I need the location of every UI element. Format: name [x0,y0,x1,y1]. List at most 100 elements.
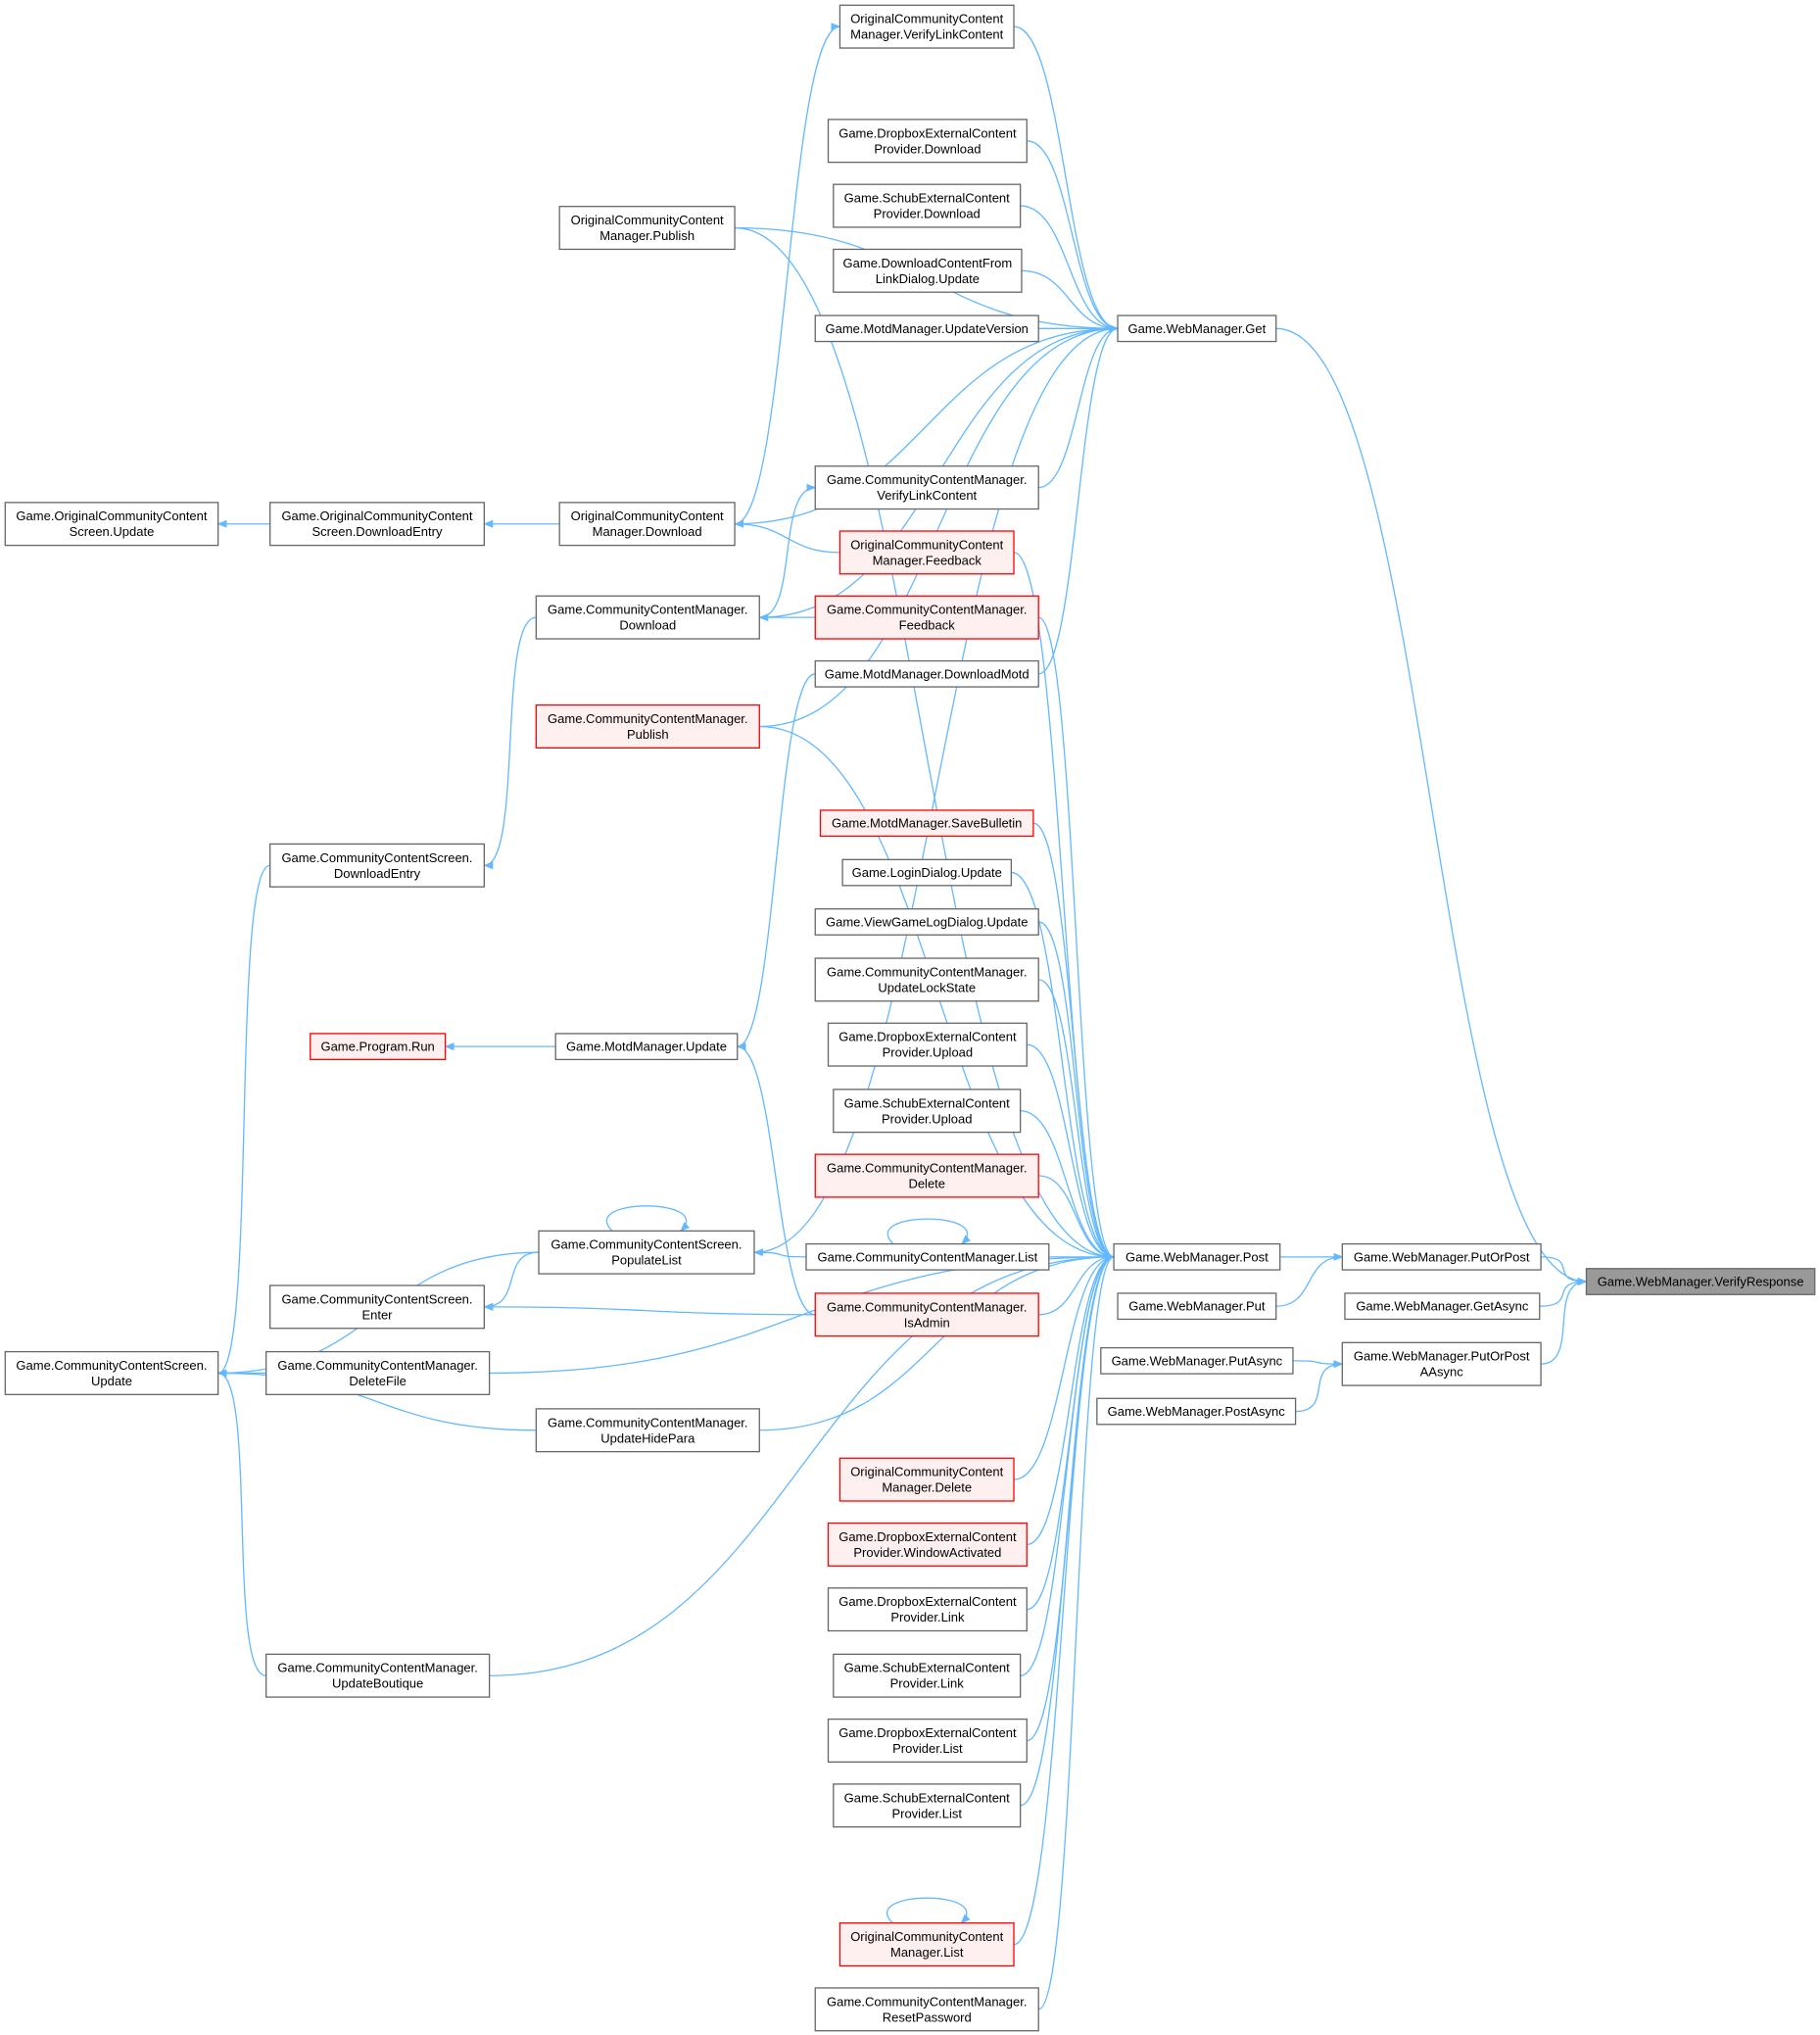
edge-path [1020,1252,1116,1807]
node-box [819,809,1034,838]
edge-viewLogUpdate-to-post [1038,921,1116,1261]
node-box [814,595,1039,640]
node-box [814,957,1039,1002]
node-programRun[interactable]: Game.Program.Run [310,1033,447,1061]
node-ccResetPassword[interactable]: Game.CommunityContentManager.ResetPasswo… [814,1987,1039,2032]
node-box [535,595,760,640]
node-dropboxUpload[interactable]: Game.DropboxExternalContentProvider.Uplo… [827,1022,1028,1067]
node-motdSaveBulletin[interactable]: Game.MotdManager.SaveBulletin [819,809,1034,838]
edge-path [886,1897,971,1924]
edge-ccsDownloadEntry-to-ccsUpdate [216,864,270,1378]
edge-path [1038,921,1116,1261]
edge-motdDownloadMotd-to-motdUpdate [736,673,816,1051]
node-viewLogUpdate[interactable]: Game.ViewGameLogDialog.Update [814,908,1039,936]
node-post[interactable]: Game.WebManager.Post [1113,1242,1281,1271]
node-label: OriginalCommunityContent [850,12,1003,26]
node-get[interactable]: Game.WebManager.Get [1117,315,1277,343]
edge-ccUpdateBoutique-to-ccsUpdate [216,1369,266,1676]
node-motdUpdate[interactable]: Game.MotdManager.Update [554,1033,739,1061]
node-putOrPost[interactable]: Game.WebManager.PutOrPost [1341,1242,1542,1271]
edge-ccDelete-to-post [1038,1175,1116,1261]
edge-ocVerifyLink-to-get [1013,25,1120,333]
node-ccUpdateHide[interactable]: Game.CommunityContentManager.UpdateHideP… [535,1408,760,1453]
node-ccDownload[interactable]: Game.CommunityContentManager.Download [535,595,760,640]
node-put[interactable]: Game.WebManager.Put [1117,1292,1277,1321]
edge-path [216,1369,266,1676]
node-getAsync[interactable]: Game.WebManager.GetAsync [1344,1292,1541,1321]
node-label: Game.CommunityContentManager. [277,1661,477,1675]
edge-ccPublish-to-get [759,324,1120,728]
node-verifyResponse[interactable]: Game.WebManager.VerifyResponse [1585,1268,1816,1295]
node-ccList[interactable]: Game.CommunityContentManager.List [805,1242,1050,1271]
node-label: Screen.Update [70,524,155,539]
node-oc2Update[interactable]: Game.OriginalCommunityContentScreen.Upda… [4,502,219,547]
edge-ccList-to-ccList [886,1218,972,1245]
node-dropboxDownload[interactable]: Game.DropboxExternalContentProvider.Down… [827,119,1028,164]
edge-path [1539,1278,1588,1307]
node-ccUpdateBoutique[interactable]: Game.CommunityContentManager.UpdateBouti… [265,1653,491,1698]
node-label: Game.OriginalCommunityContent [281,509,472,523]
node-label: Game.DropboxExternalContent [838,125,1017,140]
node-ccDeleteFile[interactable]: Game.CommunityContentManager.DeleteFile [265,1350,491,1395]
node-box [265,1653,491,1698]
node-oc2DownloadEntry[interactable]: Game.OriginalCommunityContentScreen.Down… [269,502,485,547]
node-motdDownloadMotd[interactable]: Game.MotdManager.DownloadMotd [814,659,1039,688]
edge-path [1027,140,1120,333]
node-label: Manager.Publish [599,228,694,243]
node-ccsUpdate[interactable]: Game.CommunityContentScreen.Update [4,1350,219,1395]
node-label: Game.MotdManager.Update [566,1040,727,1054]
node-putAsync[interactable]: Game.WebManager.PutAsync [1100,1346,1294,1375]
node-box [814,1153,1039,1198]
edge-ccList-to-ccsPopulate [752,1248,806,1258]
node-label: UpdateBoutique [332,1676,423,1691]
node-label: Game.CommunityContentManager. [548,711,747,726]
node-box [833,248,1023,293]
node-ccUpdateLock[interactable]: Game.CommunityContentManager.UpdateLockS… [814,957,1039,1002]
edge-path [1011,871,1116,1261]
edge-path [735,226,1116,1261]
node-ccIsAdmin[interactable]: Game.CommunityContentManager.IsAdmin [814,1292,1039,1337]
node-box [838,1457,1015,1502]
node-ccsEnter[interactable]: Game.CommunityContentScreen.Enter [269,1284,485,1330]
node-ccPublish[interactable]: Game.CommunityContentManager.Publish [535,703,760,749]
node-label: Provider.Link [890,1610,965,1624]
edge-path [483,616,537,870]
node-box [558,502,736,547]
edge-path [1275,327,1588,1285]
node-schubDownload[interactable]: Game.SchubExternalContentProvider.Downlo… [833,183,1022,228]
node-label: Manager.Download [593,524,702,539]
node-label: Game.CommunityContentManager. [548,1415,747,1429]
node-ocVerifyLink[interactable]: OriginalCommunityContentManager.VerifyLi… [838,4,1015,49]
node-label: Game.ViewGameLogDialog.Update [826,914,1028,929]
edge-path [736,673,816,1051]
node-label: OriginalCommunityContent [571,213,724,227]
edge-path [1541,1278,1588,1365]
node-dlFromLink[interactable]: Game.DownloadContentFromLinkDialog.Updat… [833,248,1023,293]
node-label: OriginalCommunityContent [850,1465,1003,1479]
node-postAsync[interactable]: Game.WebManager.PostAsync [1096,1397,1297,1426]
node-box [827,1522,1028,1567]
node-motdUpdateVersion[interactable]: Game.MotdManager.UpdateVersion [814,315,1039,343]
node-ccsPopulate[interactable]: Game.CommunityContentScreen.PopulateList [538,1230,755,1275]
node-ccDelete[interactable]: Game.CommunityContentManager.Delete [814,1153,1039,1198]
node-ccFeedback[interactable]: Game.CommunityContentManager.Feedback [814,595,1039,640]
edge-ocPublish-to-post [735,226,1116,1261]
node-ccVerifyLink[interactable]: Game.CommunityContentManager.VerifyLinkC… [814,465,1039,510]
node-ccsDownloadEntry[interactable]: Game.CommunityContentScreen.DownloadEntr… [269,843,485,888]
edge-putAsync-to-putOrPostAsync [1292,1360,1344,1369]
edge-path [759,483,817,618]
node-label: UpdateHidePara [600,1430,695,1445]
node-loginUpdate[interactable]: Game.LoginDialog.Update [841,858,1013,887]
node-dropboxWindow[interactable]: Game.DropboxExternalContentProvider.Wind… [827,1522,1028,1567]
